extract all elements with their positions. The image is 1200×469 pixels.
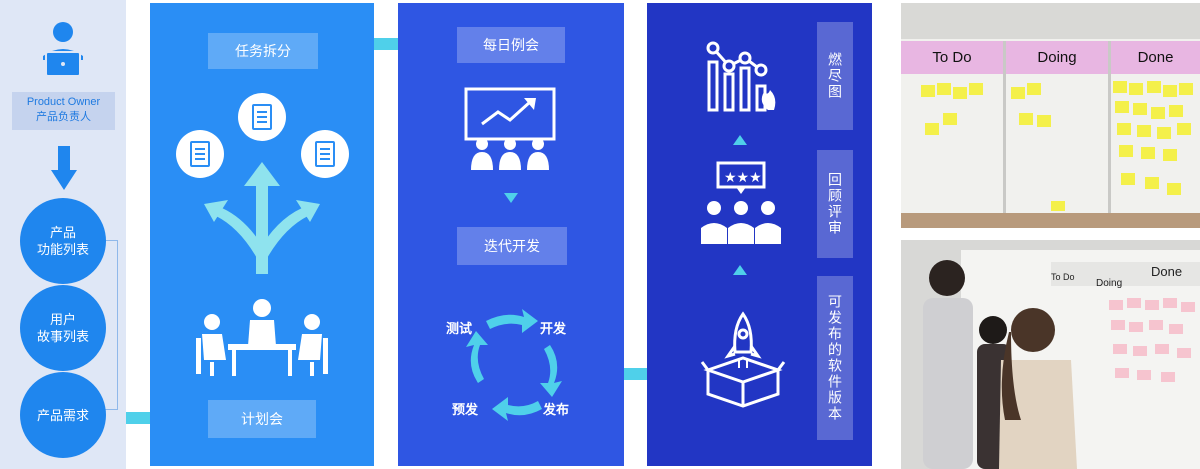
burndown-label: 燃尽图 bbox=[817, 22, 853, 130]
down-triangle-icon bbox=[504, 193, 518, 203]
backlog-user-stories: 用户 故事列表 bbox=[20, 285, 106, 371]
document-icon bbox=[301, 130, 349, 178]
task-split-label: 任务拆分 bbox=[208, 33, 318, 69]
document-icon bbox=[238, 93, 286, 141]
presentation-team-icon bbox=[464, 87, 556, 170]
sprint-panel bbox=[398, 3, 624, 466]
burndown-chart-icon bbox=[706, 41, 776, 112]
backlog-requirements: 产品需求 bbox=[20, 372, 106, 458]
backlog-bracket bbox=[104, 240, 118, 410]
product-owner-title: Product Owner bbox=[26, 96, 101, 108]
up-triangle-icon bbox=[733, 265, 747, 275]
split-arrows-icon bbox=[204, 162, 320, 274]
review-label: 回顾评审 bbox=[817, 150, 853, 258]
photo-todo-header: To Do bbox=[1051, 272, 1075, 282]
board-todo-header: To Do bbox=[901, 41, 1003, 74]
board-done-header: Done bbox=[1111, 41, 1200, 74]
photo-done-header: Done bbox=[1151, 264, 1183, 279]
cycle-test-label: 测试 bbox=[446, 321, 473, 336]
iterative-dev-label: 迭代开发 bbox=[457, 227, 567, 265]
meeting-table-icon bbox=[196, 299, 328, 376]
cycle-publish-label: 发布 bbox=[543, 402, 570, 417]
dev-cycle-arrows-icon bbox=[466, 309, 562, 421]
planning-meeting-label: 计划会 bbox=[208, 400, 316, 438]
product-owner-icon bbox=[43, 22, 83, 77]
up-triangle-icon bbox=[733, 135, 747, 145]
product-owner-label: Product Owner 产品负责人 bbox=[12, 92, 115, 130]
rocket-box-icon bbox=[700, 311, 786, 408]
team-members bbox=[923, 260, 1077, 469]
photo-doing-header: Doing bbox=[1096, 278, 1123, 289]
release-label: 可发布的软件版本 bbox=[817, 276, 853, 440]
board-doing-header: Doing bbox=[1006, 41, 1108, 74]
daily-standup-label: 每日例会 bbox=[457, 27, 565, 63]
svg-text:★★★: ★★★ bbox=[724, 170, 762, 186]
product-owner-subtitle: 产品负责人 bbox=[36, 111, 91, 123]
pink-sticky-notes bbox=[1109, 298, 1195, 382]
backlog-product-features: 产品 功能列表 bbox=[20, 198, 106, 284]
document-icon bbox=[176, 130, 224, 178]
kanban-board-photo: To Do Doing Done bbox=[901, 3, 1200, 228]
cycle-develop-label: 开发 bbox=[540, 321, 567, 336]
team-whiteboard-photo: To Do Doing Done bbox=[901, 240, 1200, 469]
cycle-prerelease-label: 预发 bbox=[452, 402, 479, 417]
sticky-notes bbox=[921, 81, 1193, 211]
review-team-icon: ★★★ bbox=[701, 161, 781, 244]
down-arrow-icon bbox=[51, 146, 77, 190]
